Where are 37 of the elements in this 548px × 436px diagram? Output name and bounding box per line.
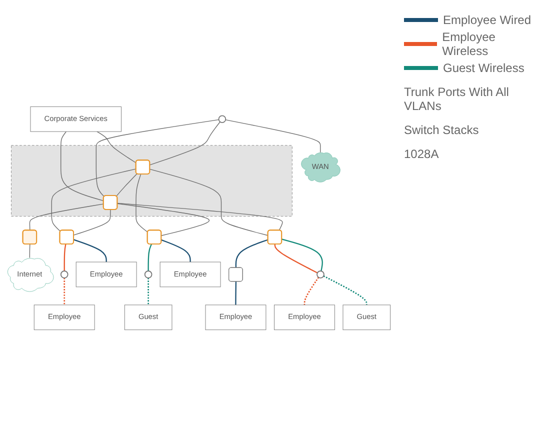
annotation-label: 1028A [404,147,440,161]
connector [96,119,220,197]
annotation-label: Trunk Ports With All VLANs [404,85,510,113]
connector [323,275,368,305]
connector [161,239,191,262]
connector [274,244,318,274]
node-circle [60,270,68,278]
connector [96,130,136,163]
connector [29,244,30,258]
connector [225,119,321,152]
connector [235,238,268,268]
node-circle [316,270,324,278]
connector [64,244,66,271]
annotation-label: Switch Stacks [404,123,480,137]
connector [60,130,104,201]
connector [148,278,149,305]
legend-label: Employee Wireless [442,30,496,58]
connector [150,121,220,166]
connector [304,276,320,305]
node-circle [218,114,226,123]
connector [64,278,66,305]
connector [29,203,104,230]
connector [148,244,152,271]
connector [116,173,138,196]
legend-label: Employee Wired [443,13,532,27]
connector [282,238,323,271]
connector [51,168,136,232]
node-circle [144,270,152,278]
connector [150,168,268,236]
connector [117,202,283,230]
connector [73,209,111,236]
legend-label: Guest Wireless [443,61,524,75]
connector [235,281,237,305]
connector [74,238,107,262]
connector [136,174,148,232]
cluster [11,144,292,216]
connector [117,203,210,236]
